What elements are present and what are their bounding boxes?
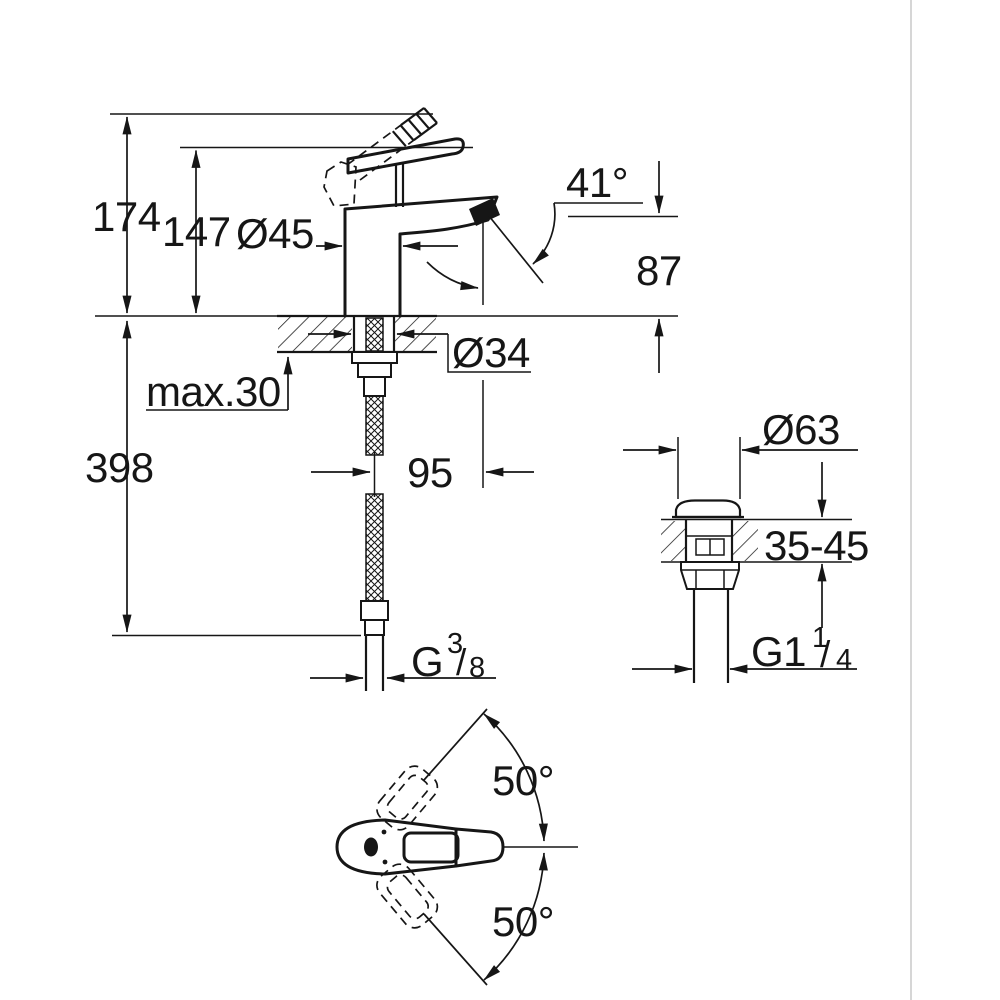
label-mounting-hole: Ø34 (452, 329, 530, 376)
drain-plug-cap (672, 499, 744, 519)
drain-body (680, 519, 740, 683)
handle-top-solid (335, 818, 505, 876)
label-hose-length: 398 (85, 444, 154, 491)
label-handle-height: 147 (162, 208, 231, 255)
spout-flow-annotation (426, 215, 544, 488)
label-max-deck-thickness: max.30 (146, 368, 281, 415)
label-total-height: 174 (92, 193, 161, 240)
label-spout-outlet-height: 87 (636, 247, 682, 294)
handle-top-view: 50° 50° (335, 708, 578, 986)
faucet-body (343, 137, 500, 318)
dimension-spout-angle: 41° (532, 159, 629, 265)
handle-lever (346, 137, 465, 175)
handle-swivel-right-dashed (376, 863, 439, 929)
dimension-max-deck-thickness: max.30 (146, 356, 293, 415)
label-supply-thread-g: G (411, 638, 443, 685)
dimension-swivel-lower: 50° (423, 852, 555, 986)
label-swivel-lower: 50° (492, 898, 554, 945)
label-waste-thread-slash: / (820, 634, 831, 675)
supply-hose (351, 317, 398, 691)
dimension-supply-thread: G 3 / 8 (310, 628, 496, 685)
label-supply-thread-slash: / (456, 642, 467, 683)
label-waste-thread-num: 1 (812, 622, 828, 654)
faucet-side-view: 174 147 Ø45 41° 87 Ø34 (85, 107, 682, 691)
dimension-swivel-upper: 50° (423, 708, 555, 842)
label-body-diameter: Ø45 (236, 210, 314, 257)
label-supply-thread-num: 3 (447, 628, 463, 660)
handle-raised-position (323, 107, 438, 207)
label-deck-thickness-range: 35-45 (764, 522, 869, 569)
drain-locknut (680, 561, 740, 590)
dimension-mounting-hole: Ø34 (308, 329, 531, 376)
handle-cartridge-slot (364, 837, 378, 857)
dimension-flange-diameter: Ø63 (623, 406, 858, 499)
aerator (469, 198, 500, 226)
label-waste-thread-g: G1 (751, 628, 806, 675)
dimension-total-height: 174 (92, 116, 161, 314)
handle-swivel-left-dashed (376, 765, 439, 831)
label-swivel-upper: 50° (492, 757, 554, 804)
label-spout-reach: 95 (407, 449, 453, 496)
drain-assembly-view: Ø63 35-45 G1 1 / 4 (623, 406, 869, 683)
dimension-spout-reach: 95 (311, 449, 534, 496)
dimension-hose-length: 398 (85, 320, 154, 633)
label-supply-thread-den: 8 (469, 652, 485, 684)
label-spout-angle: 41° (566, 159, 628, 206)
dimension-body-diameter: Ø45 (236, 210, 458, 257)
label-waste-thread-den: 4 (836, 644, 852, 676)
dimension-waste-thread: G1 1 / 4 (632, 622, 857, 676)
dimension-handle-height: 147 (162, 149, 231, 314)
dimension-spout-outlet-height: 87 (636, 161, 682, 373)
label-flange-diameter: Ø63 (762, 406, 840, 453)
deck-section (95, 314, 678, 354)
dimension-deck-thickness-range: 35-45 (764, 462, 869, 628)
